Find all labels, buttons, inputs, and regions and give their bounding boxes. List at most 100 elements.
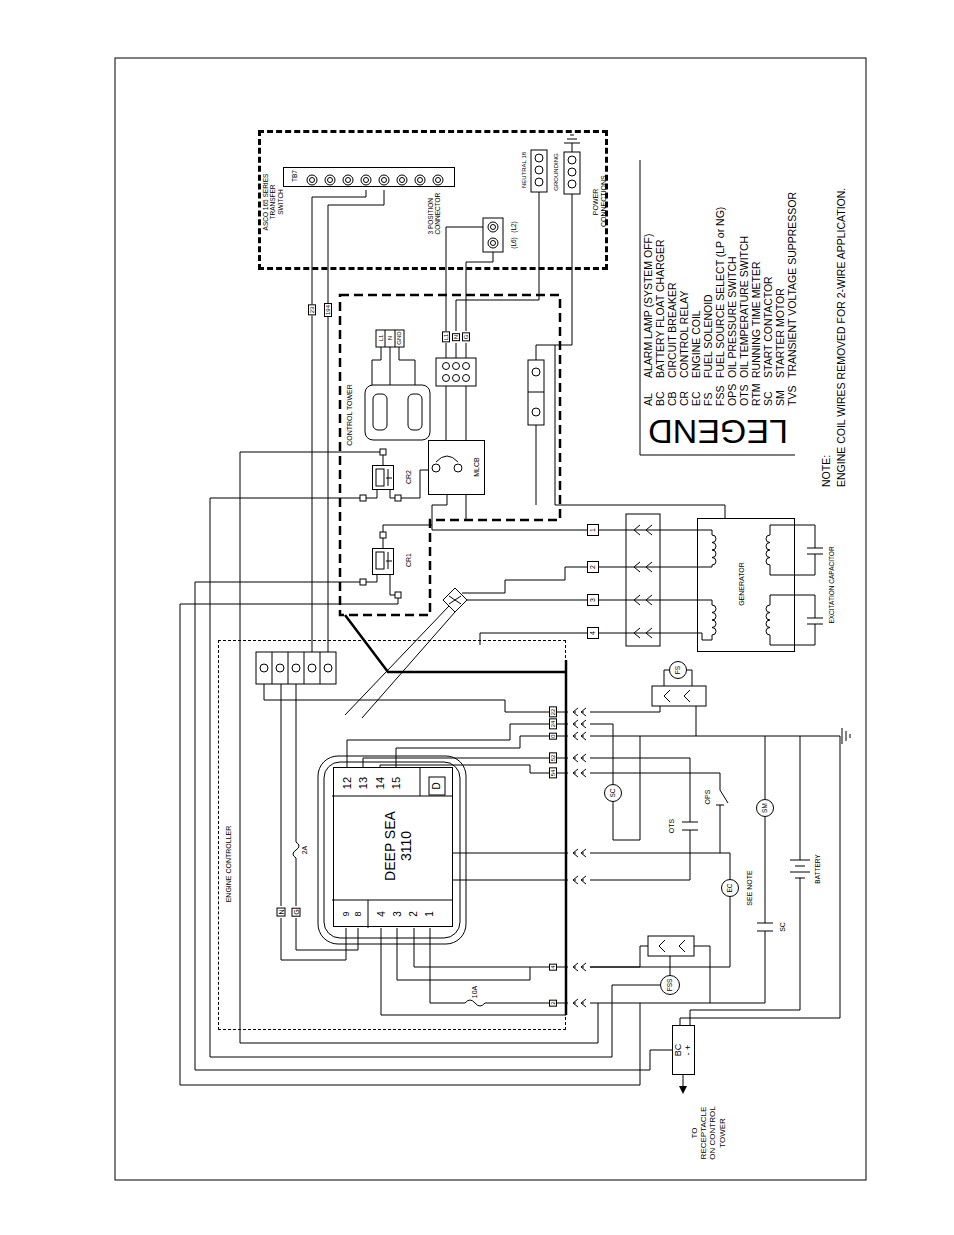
terminal-symbol [361, 175, 371, 185]
terminal-symbol [453, 375, 460, 382]
terminal-symbol [400, 178, 405, 183]
wire [590, 773, 728, 853]
terminal-symbol [343, 175, 353, 185]
wire [446, 227, 483, 331]
wire [590, 736, 840, 737]
terminal-symbol [463, 375, 470, 382]
callout-label: CB [666, 391, 678, 406]
coil [712, 535, 770, 635]
wire [446, 343, 466, 358]
connector-chevron [652, 686, 706, 706]
device-symbol [432, 464, 440, 472]
terminal-symbol [453, 363, 460, 370]
connector-chevron [626, 514, 660, 646]
device-circle: FS [669, 661, 687, 679]
terminal-symbol [324, 664, 332, 672]
device-symbol [386, 469, 392, 486]
callout-label: 54 [549, 768, 557, 779]
node-text: - + [684, 1045, 694, 1056]
wire [381, 928, 566, 1015]
legend-row: OIL TEMPERATURE SWITCH [738, 236, 750, 378]
terminal-symbol [360, 579, 366, 585]
terminal-symbol [532, 368, 540, 376]
device-symbol [443, 588, 467, 612]
wire [697, 530, 712, 640]
terminal-symbol [385, 330, 395, 347]
terminal-symbol [535, 154, 543, 162]
callout-label: 3 POSITION CONNECTOR [427, 190, 442, 235]
callout-label: N [277, 907, 286, 916]
device-symbol [373, 394, 387, 430]
wire [366, 575, 395, 595]
terminal-symbol [532, 408, 540, 416]
wire [590, 736, 773, 1003]
heavy-wire [345, 615, 566, 1015]
node-text: POWER CONNECTIONS [592, 177, 608, 227]
coil [766, 605, 770, 635]
legend-row: FUEL SOLENOID [702, 294, 714, 378]
terminal-symbol [443, 363, 450, 370]
legend-row: OIL PRESSURE SWITCH [726, 256, 738, 378]
callout-label: ENGINE COIL WIRES REMOVED FOR 2-WIRE APP… [835, 188, 847, 487]
legend-text: STARTER MOTOR [774, 288, 786, 378]
callout-label: EXCITATION CAPACITOR [828, 546, 835, 623]
terminal-symbol [535, 178, 543, 186]
callout-label: 52 [549, 753, 557, 764]
callout-label: 0 [549, 732, 557, 739]
legend-text: OIL PRESSURE SWITCH [726, 256, 738, 378]
wire [536, 345, 555, 346]
device-symbol [454, 464, 462, 472]
callout-label: 10A [471, 986, 479, 998]
terminal-symbol [488, 222, 498, 232]
wire-number-box: 3 [587, 594, 599, 606]
callout-label: 4 [376, 911, 388, 917]
engine-controller-box: ENGINE CONTROLLERDEEP SEA 3110 [218, 640, 566, 1030]
terminal-symbol [443, 375, 450, 382]
coil [712, 535, 716, 565]
control-tower-box: CONTROL TOWERCR2CR1MLCB [340, 295, 560, 615]
terminal-symbol [307, 175, 317, 185]
callout-label: 14 [374, 777, 387, 789]
terminal-symbol [276, 664, 284, 672]
wire [590, 897, 730, 967]
callout-label: 3 [392, 911, 404, 917]
node-text: TB7 [291, 170, 298, 182]
device-symbol [386, 552, 392, 569]
wire [366, 490, 395, 498]
callout-label: OTS [668, 819, 676, 833]
terminal-symbol [308, 664, 316, 672]
terminal-symbol [418, 178, 423, 183]
wire [690, 736, 810, 1025]
wire [696, 706, 697, 736]
legend-row: START CONTACTOR [762, 276, 774, 378]
device-circle: FSS [660, 975, 680, 995]
wire [680, 736, 840, 1025]
callout-label: G [292, 907, 301, 916]
terminal-symbol [395, 592, 401, 598]
connector-chevron [566, 712, 590, 1003]
wire [720, 853, 730, 879]
generator-box: GENERATOR [697, 518, 795, 652]
wire [399, 347, 415, 385]
terminal-symbol [463, 363, 470, 370]
terminal-symbol [376, 330, 404, 347]
wire-connector [599, 530, 697, 531]
legend-row: FUEL SOURCE SELECT (LP or NG) [714, 207, 726, 378]
wire [467, 600, 587, 601]
wire [590, 946, 710, 1003]
wire-connector [599, 633, 697, 634]
callout-label: 22 [549, 707, 557, 718]
wire [590, 706, 660, 712]
callout-label: 24 [549, 719, 557, 730]
terminal-symbol [568, 180, 576, 188]
callout-label: OPS [704, 790, 712, 805]
node-text: 4 [589, 631, 597, 635]
terminal-symbol [328, 178, 333, 183]
wire [383, 525, 432, 532]
wire-number-box: 4 [587, 627, 599, 639]
callout-label: FS [702, 393, 714, 406]
wire [446, 386, 466, 440]
callout-label: 23 [308, 305, 316, 316]
